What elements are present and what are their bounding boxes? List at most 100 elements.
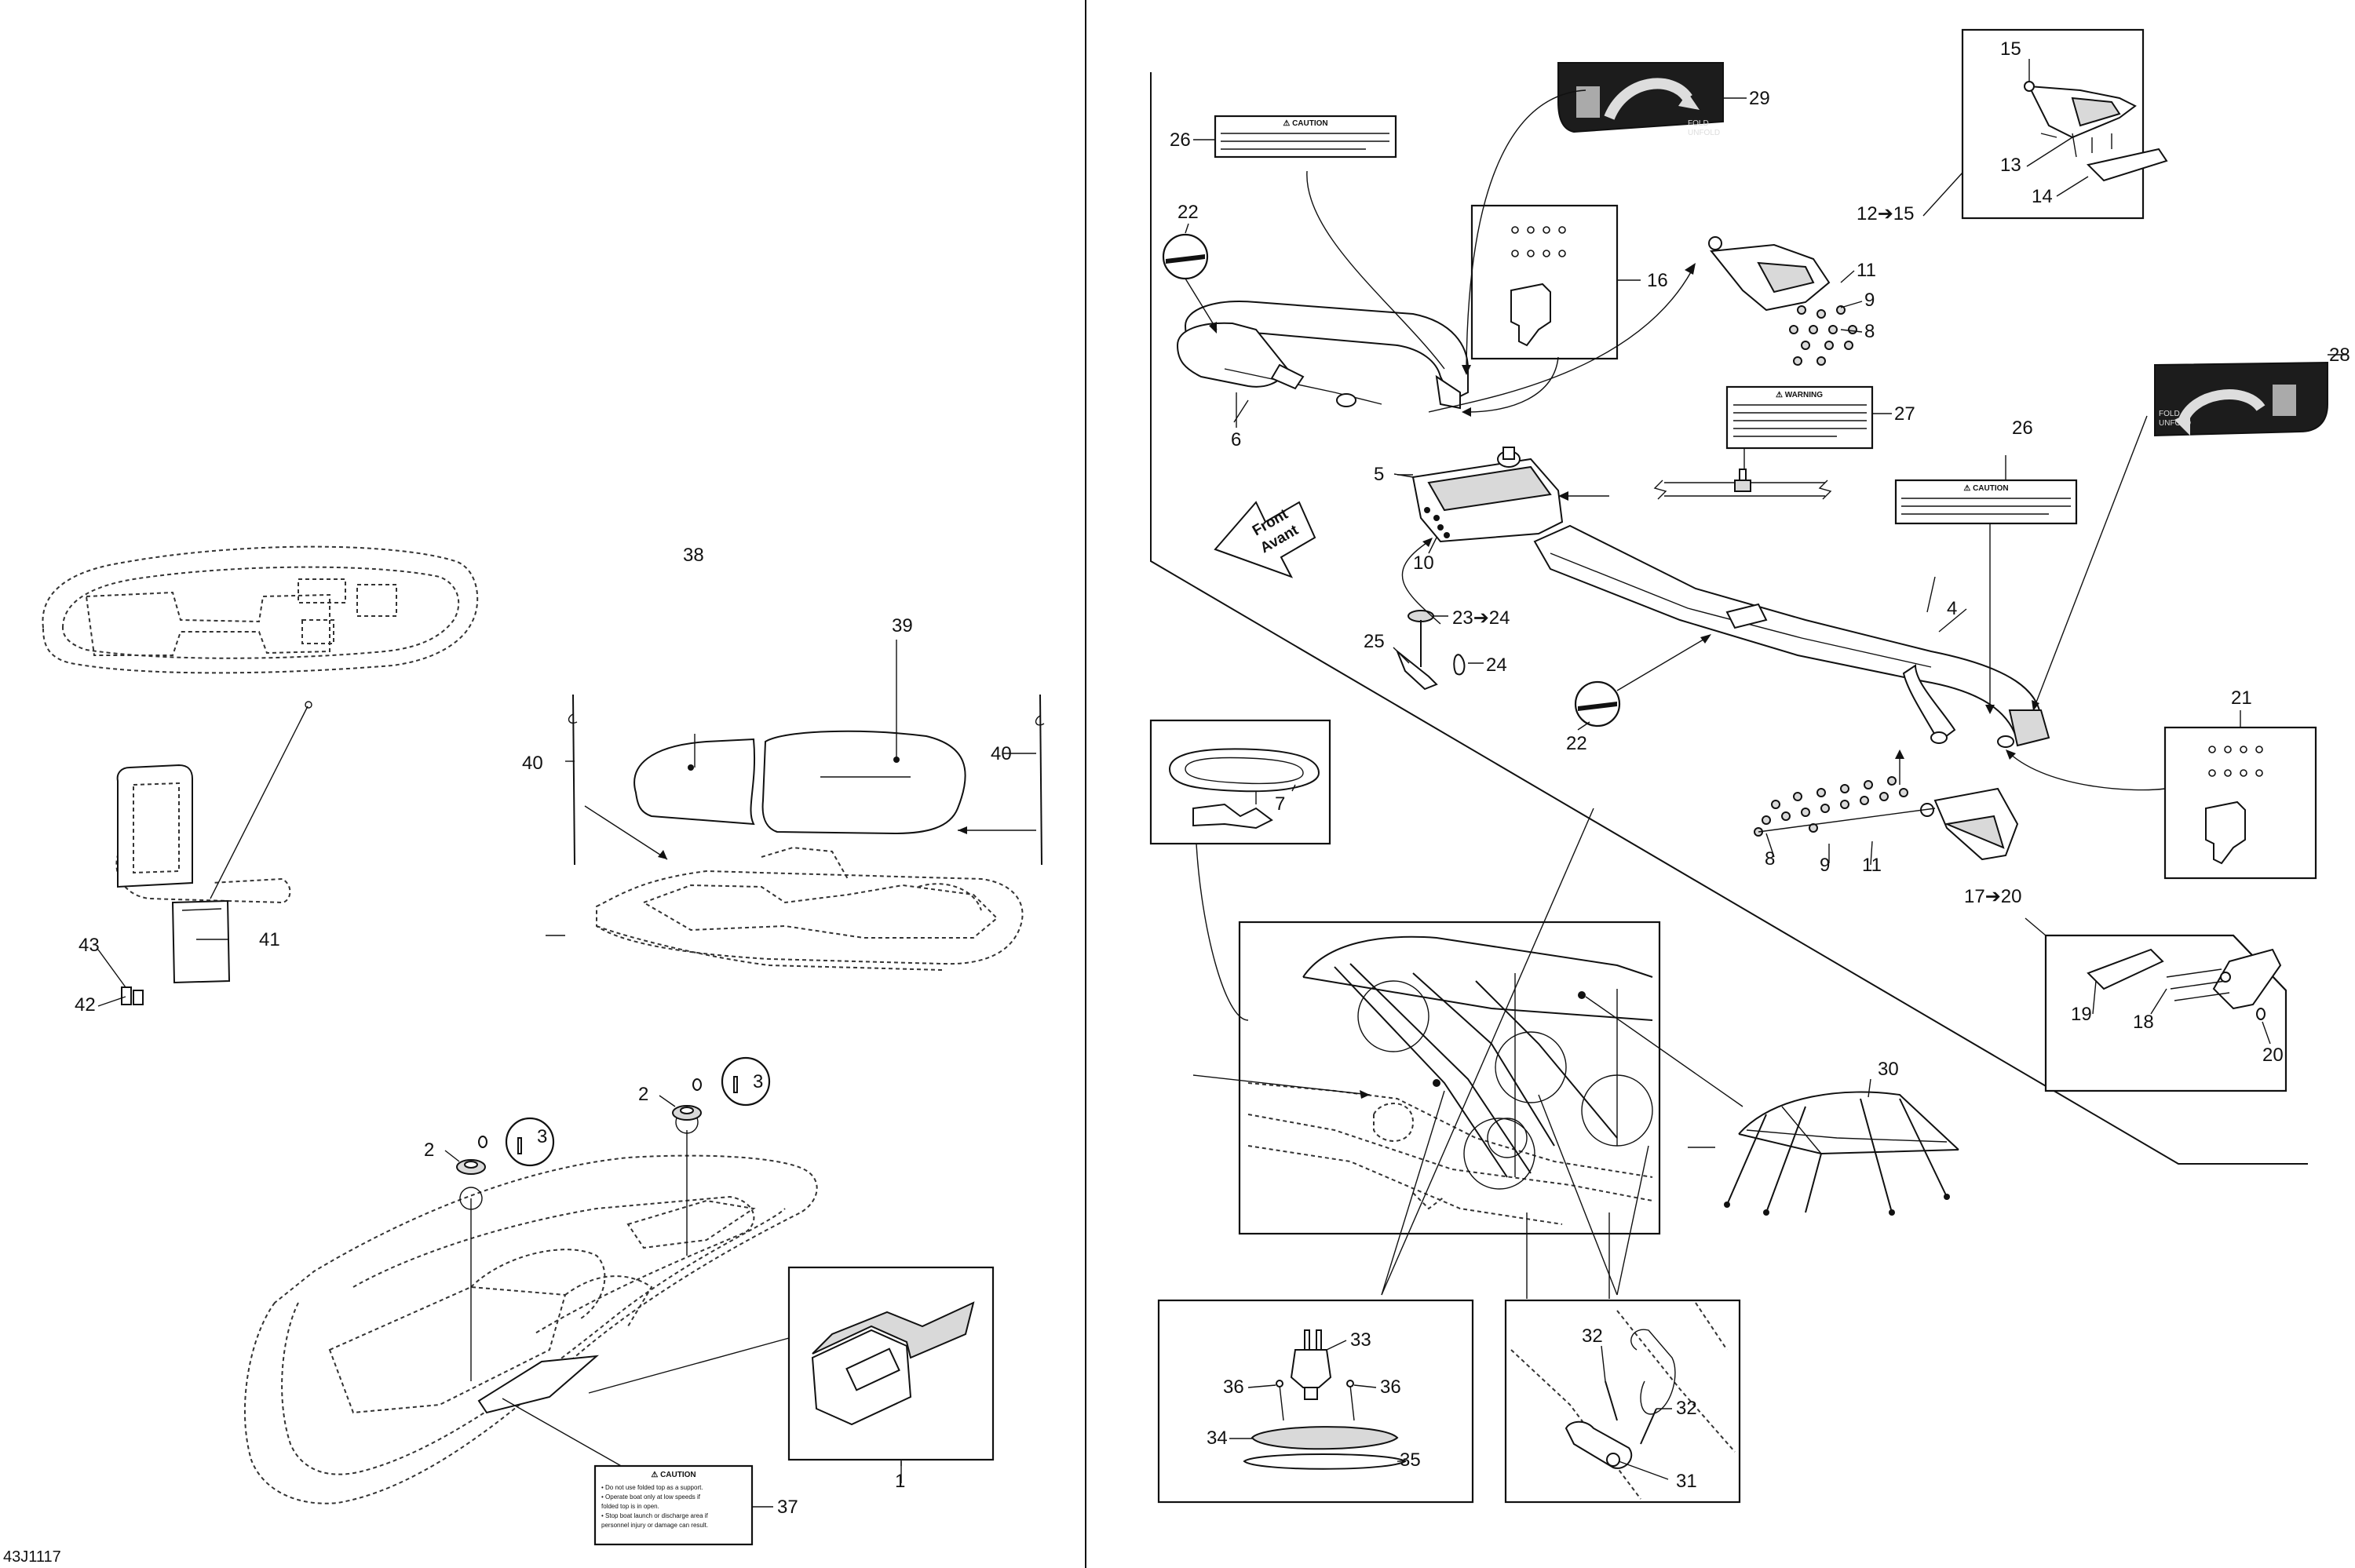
hull-top-view	[42, 545, 479, 674]
label-43: 43	[78, 935, 100, 956]
label-29: 29	[1749, 88, 1770, 109]
caution-decal-26-right: ⚠ CAUTION	[1894, 455, 2078, 525]
seat-cushions	[633, 730, 966, 835]
label-37: 37	[777, 1497, 798, 1518]
label-12-15: 12➔15	[1857, 203, 1915, 224]
main-tube-4	[1533, 524, 2050, 748]
label-13: 13	[2000, 155, 2021, 176]
svg-text:• Stop boat launch or discharg: • Stop boat launch or discharge area if	[601, 1512, 709, 1519]
label-26b: 26	[2012, 418, 2033, 439]
label-6: 6	[1231, 429, 1241, 450]
detail-box-7	[1149, 719, 1331, 845]
label-22b: 22	[1566, 733, 1587, 754]
hull-perspective-view	[243, 1110, 818, 1504]
label-2b: 2	[638, 1084, 648, 1105]
label-40b: 40	[991, 743, 1012, 764]
svg-text:⚠ CAUTION: ⚠ CAUTION	[1283, 119, 1327, 128]
label-33: 33	[1350, 1329, 1371, 1351]
label-27: 27	[1894, 403, 1915, 425]
label-17-20: 17➔20	[1964, 886, 2022, 907]
label-23-24: 23➔24	[1452, 607, 1510, 629]
control-decal-29: FOLD UNFOLD	[1557, 62, 1747, 137]
label-3b: 3	[753, 1071, 763, 1092]
svg-text:UNFOLD: UNFOLD	[2159, 419, 2191, 428]
label-25: 25	[1364, 631, 1385, 652]
label-34: 34	[1207, 1428, 1228, 1449]
label-11b: 11	[1862, 855, 1882, 876]
drain-cap-left	[456, 1117, 555, 1175]
front-arrow: Front Avant	[1214, 501, 1316, 578]
label-22a: 22	[1178, 202, 1199, 223]
label-3a: 3	[537, 1126, 547, 1147]
detail-box-16	[1470, 204, 1641, 360]
detail-box-18-20	[2025, 917, 2287, 1092]
right-leader-lines	[1185, 89, 2166, 1299]
warning-decal-27: ⚠ WARNING	[1653, 385, 1892, 500]
label-30: 30	[1878, 1059, 1899, 1080]
label-24: 24	[1486, 655, 1507, 676]
label-8b: 8	[1765, 848, 1775, 870]
hardware-grid-9-11	[1789, 305, 1857, 366]
label-1: 1	[895, 1471, 905, 1492]
label-20: 20	[2262, 1045, 2284, 1066]
detail-box-31-32	[1504, 1299, 1741, 1504]
top-frame-30	[1724, 1091, 1959, 1216]
callout-labels: 1 2 2 3 3 4 5 6 7 8 8 9 9 10 11 11 12➔15…	[3, 38, 2350, 1566]
tube-frame-6	[1176, 301, 1469, 410]
label-16: 16	[1647, 270, 1668, 291]
svg-text:UNFOLD: UNFOLD	[1688, 129, 1720, 137]
support-pole-right	[1035, 694, 1045, 866]
bracket-assembly-17-20	[1754, 776, 2019, 861]
label-9b: 9	[1820, 855, 1830, 876]
label-18: 18	[2133, 1012, 2154, 1033]
hull-side-view	[596, 846, 1024, 971]
svg-text:⚠ CAUTION: ⚠ CAUTION	[651, 1471, 696, 1479]
end-cap-22-bottom	[1574, 680, 1621, 727]
label-7: 7	[1275, 793, 1285, 815]
end-cap-22-top	[1162, 233, 1209, 280]
detail-box-12-15	[1922, 28, 2168, 220]
detail-box-21	[2163, 710, 2317, 880]
left-leader-lines	[196, 640, 1036, 940]
right-frame-outline	[1150, 72, 2308, 1165]
svg-text:• Operate boat only at low spe: • Operate boat only at low speeds if	[601, 1493, 701, 1501]
label-32a: 32	[1582, 1326, 1603, 1347]
label-5: 5	[1374, 464, 1384, 485]
label-41: 41	[259, 929, 280, 950]
label-39: 39	[892, 615, 913, 636]
detail-box-33-36	[1157, 1299, 1474, 1504]
bolt-23-25	[1393, 610, 1484, 691]
label-21: 21	[2231, 687, 2252, 709]
svg-text:folded top is in open.: folded top is in open.	[601, 1503, 659, 1510]
storage-bin	[115, 701, 312, 1005]
label-28: 28	[2329, 345, 2350, 366]
svg-text:personnel injury or damage can: personnel injury or damage can result.	[601, 1522, 708, 1529]
label-26a: 26	[1170, 129, 1191, 151]
hardware-row-8-11	[1754, 776, 1908, 837]
label-15: 15	[2000, 38, 2021, 60]
label-40a: 40	[522, 753, 543, 774]
label-42: 42	[75, 994, 96, 1016]
label-4: 4	[1947, 598, 1957, 619]
label-38: 38	[683, 545, 704, 566]
support-pole-left	[568, 694, 578, 866]
label-32b: 32	[1676, 1398, 1697, 1419]
label-14: 14	[2032, 186, 2053, 207]
control-decal-28: FOLD UNFOLD	[2154, 354, 2347, 437]
svg-text:• Do not use folded top as a s: • Do not use folded top as a support.	[601, 1484, 703, 1491]
drain-cap-right	[672, 1056, 771, 1121]
caution-decal-26-top: ⚠ CAUTION	[1193, 115, 1397, 159]
label-9a: 9	[1864, 290, 1875, 311]
label-19: 19	[2071, 1004, 2092, 1025]
bracket-5	[1411, 447, 1564, 543]
label-10: 10	[1413, 552, 1434, 574]
label-36b: 36	[1380, 1377, 1401, 1398]
bracket-assembly-12-15	[1708, 236, 1857, 366]
label-35: 35	[1400, 1449, 1421, 1471]
label-8a: 8	[1864, 321, 1875, 342]
svg-text:FOLD: FOLD	[1688, 119, 1709, 128]
svg-text:FOLD: FOLD	[2159, 410, 2180, 418]
caution-decal-37: ⚠ CAUTION • Do not use folded top as a s…	[593, 1464, 773, 1546]
detail-box-top-installed	[1238, 921, 1661, 1235]
